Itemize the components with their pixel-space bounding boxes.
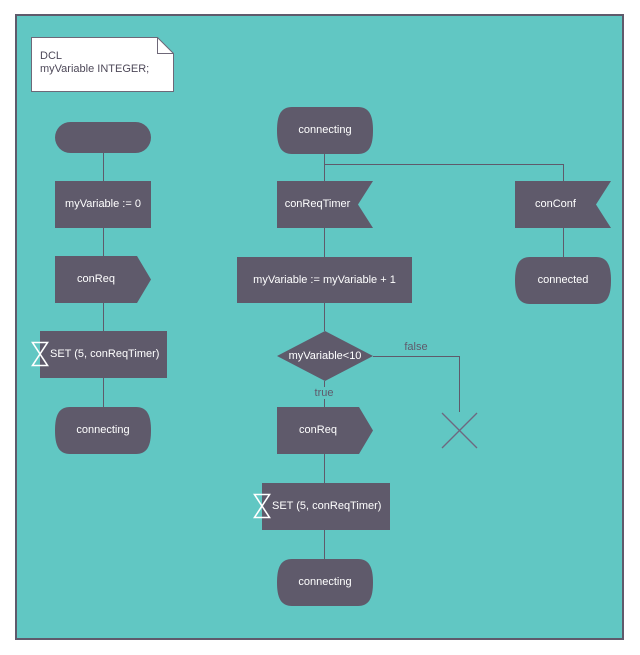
note-text: DCL myVariable INTEGER; <box>40 50 149 76</box>
state-connected[interactable]: connected <box>515 257 611 304</box>
state-shape <box>277 107 373 154</box>
state-connecting-left[interactable]: connecting <box>55 407 151 454</box>
input-label: conReqTimer <box>284 198 351 210</box>
state-connecting-bottom[interactable]: connecting <box>277 559 373 606</box>
declaration-note[interactable]: DCL myVariable INTEGER; <box>31 37 175 93</box>
set-timer-label: SET (5, conReqTimer) <box>50 348 160 360</box>
input-conconf[interactable]: conConf <box>515 181 611 228</box>
input-shape <box>277 181 373 228</box>
state-label: connecting <box>76 424 130 436</box>
decision-myvariable[interactable]: myVariable<10 <box>277 331 373 381</box>
output-shape <box>277 407 373 454</box>
output-label: conReq <box>77 273 115 285</box>
input-label: conConf <box>535 198 576 210</box>
output-shape <box>55 256 151 303</box>
start-symbol[interactable] <box>55 122 151 153</box>
task-increment-variable[interactable]: myVariable := myVariable + 1 <box>237 257 412 303</box>
set-timer-left[interactable]: SET (5, conReqTimer) <box>31 331 167 378</box>
input-shape <box>515 181 611 228</box>
task-init-variable[interactable]: myVariable := 0 <box>55 181 151 228</box>
set-timer-middle[interactable]: SET (5, conReqTimer) <box>253 483 390 530</box>
output-conreq-left[interactable]: conReq <box>55 256 151 303</box>
state-shape <box>277 559 373 606</box>
false-branch-label: false <box>404 341 428 353</box>
true-branch-label: true <box>302 387 346 399</box>
set-timer-label: SET (5, conReqTimer) <box>272 500 382 512</box>
output-conreq-middle[interactable]: conReq <box>277 407 373 454</box>
state-label: connecting <box>298 124 352 136</box>
note-shape <box>31 37 174 92</box>
state-connecting-top[interactable]: connecting <box>277 107 373 154</box>
hourglass-icon <box>31 341 49 367</box>
hourglass-icon <box>253 493 271 519</box>
state-label: connected <box>537 274 589 286</box>
input-conreqtimer[interactable]: conReqTimer <box>277 181 373 228</box>
state-label: connecting <box>298 576 352 588</box>
state-shape <box>55 407 151 454</box>
decision-label: myVariable<10 <box>288 349 362 362</box>
decision-shape <box>277 331 373 381</box>
note-line: myVariable INTEGER; <box>40 63 150 75</box>
state-shape <box>515 257 611 304</box>
task-label: myVariable := 0 <box>65 198 141 210</box>
output-label: conReq <box>299 424 337 436</box>
task-label: myVariable := myVariable + 1 <box>253 273 396 286</box>
note-line: DCL <box>40 50 63 62</box>
